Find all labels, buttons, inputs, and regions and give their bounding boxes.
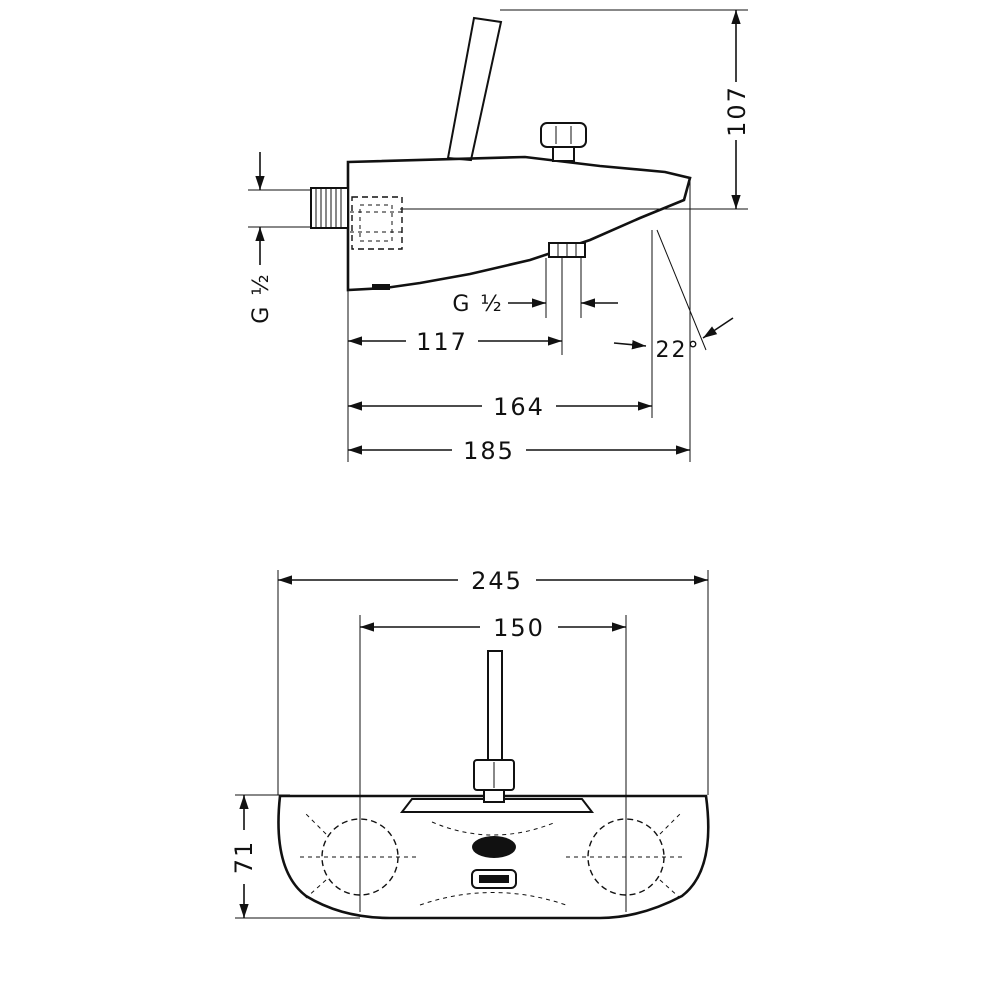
dim-71: 71 bbox=[230, 840, 258, 875]
angle-22: 22° bbox=[656, 338, 701, 363]
lever-handle bbox=[446, 16, 503, 162]
dim-245: 245 bbox=[471, 567, 523, 595]
dim-117: 117 bbox=[416, 328, 468, 356]
top-plate bbox=[399, 798, 595, 813]
inlet-thread-label: G ½ bbox=[249, 272, 274, 323]
diverter-button bbox=[471, 869, 517, 889]
mixer-body bbox=[346, 155, 692, 292]
diverter-knob bbox=[540, 122, 587, 162]
front-body bbox=[277, 794, 710, 920]
bottom-vent bbox=[372, 284, 390, 290]
dim-150: 150 bbox=[493, 614, 545, 642]
dim-107: 107 bbox=[723, 85, 751, 137]
front-view: 245 150 71 bbox=[230, 567, 710, 920]
outlet-thread-label: G ½ bbox=[452, 292, 503, 317]
outlet-connector bbox=[548, 242, 586, 258]
dim-164: 164 bbox=[493, 393, 545, 421]
hidden-cartridge bbox=[350, 196, 404, 250]
dim-185: 185 bbox=[463, 437, 515, 465]
inlet-thread bbox=[310, 187, 349, 229]
outlet-opening bbox=[472, 836, 516, 858]
lever-stem bbox=[473, 650, 515, 803]
side-view: G ½ 107 G ½ 117 22° 164 185 bbox=[248, 9, 751, 465]
